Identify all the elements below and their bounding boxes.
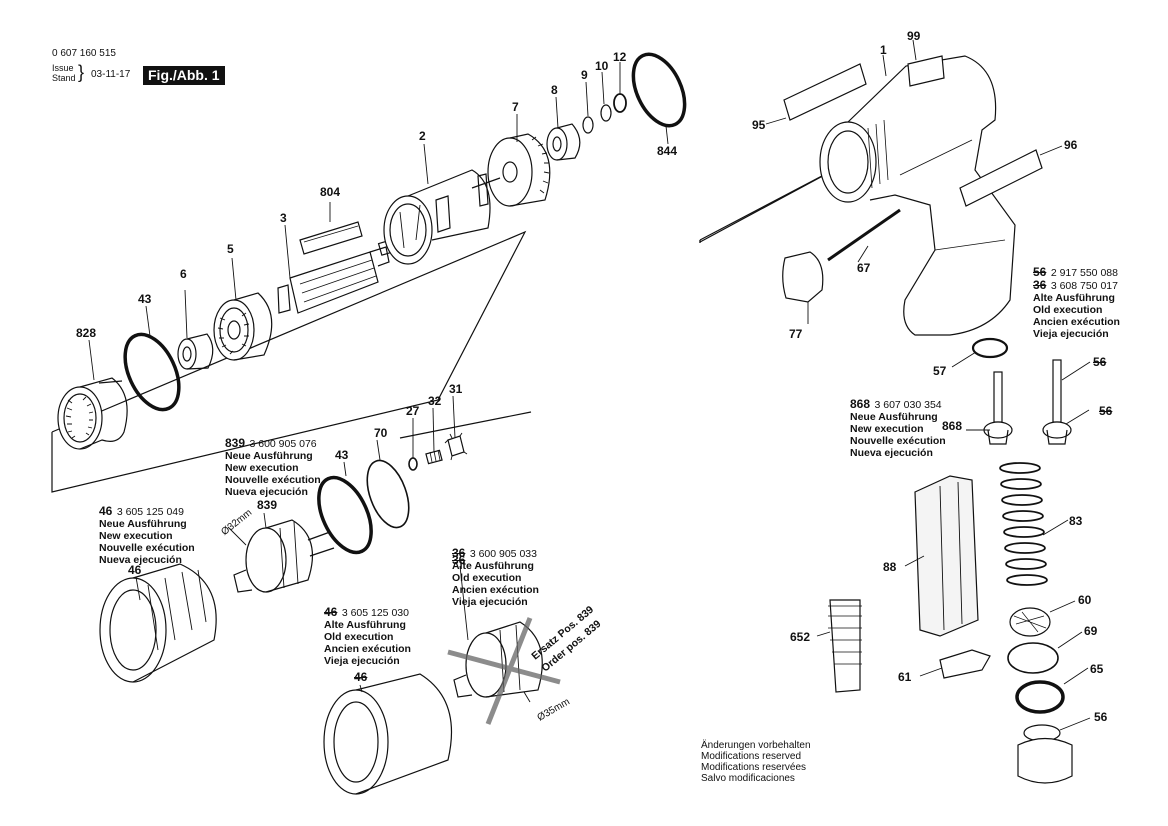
part-number-10: 10 [595, 59, 609, 73]
part-number-67: 67 [857, 261, 871, 275]
stand-label: Stand [52, 73, 76, 83]
part-number-839: 839 [257, 498, 278, 512]
valve-stem-56-old [1042, 359, 1072, 445]
part-number-70: 70 [374, 426, 388, 440]
part-number-83: 83 [1069, 514, 1083, 528]
part-number-32: 32 [428, 394, 442, 408]
part-number-868: 868 [942, 419, 963, 433]
part-number-652: 652 [790, 630, 811, 644]
part-number-61: 61 [898, 670, 912, 684]
rotor-3 [277, 240, 393, 314]
part-number-31: 31 [449, 382, 463, 396]
sleeve-46 [99, 563, 217, 683]
silencer-88 [914, 475, 979, 637]
part-number-844: 844 [657, 144, 678, 158]
part-number-57: 57 [933, 364, 947, 378]
label-strip-96 [959, 149, 1043, 207]
part-number-2: 2 [419, 129, 426, 143]
trigger-77 [782, 251, 824, 303]
o-ring-43 [123, 332, 181, 412]
part-number-56-old-2: 56 [1099, 404, 1113, 418]
spring-83 [999, 462, 1048, 586]
old-sleeve-46 [323, 673, 453, 795]
seal-57 [971, 337, 1009, 359]
part-number-3: 3 [280, 211, 287, 225]
figure-label: Fig./Abb. 1 [143, 66, 225, 85]
label-strip-99 [907, 55, 945, 87]
part-number-27: 27 [406, 404, 420, 418]
issue-label: Issue [52, 63, 74, 73]
info-block-839: 839 3 600 905 076 Neue Ausführung New ex… [225, 436, 321, 498]
crossed-out-mark [447, 617, 561, 725]
washer-70 [366, 459, 410, 529]
part-number-56-old: 56 [1093, 355, 1107, 369]
part-number-46: 46 [128, 563, 142, 577]
circlip-12 [613, 93, 627, 113]
part-number-1: 1 [880, 43, 887, 57]
part-number-6: 6 [180, 267, 187, 281]
part-number-36-old: 36 [452, 553, 466, 567]
part-number-5: 5 [227, 242, 234, 256]
label-strip-95 [783, 63, 867, 121]
info-block-36: 36 3 600 905 033 Alte Ausführung Old exe… [452, 546, 539, 608]
leader-lines [88, 39, 1091, 731]
bearing-8 [546, 123, 581, 161]
blade-804 [299, 221, 363, 255]
part-number-43: 43 [138, 292, 152, 306]
issue-date: 03-11-17 [91, 69, 131, 80]
info-block-46: 46 3 605 125 049 Neue Ausführung New exe… [99, 504, 195, 566]
part-number-7: 7 [512, 100, 519, 114]
part-number-12: 12 [613, 50, 627, 64]
part-number-828: 828 [76, 326, 97, 340]
pin-67 [827, 208, 901, 262]
info-block-56: 56 2 917 550 088 36 3 608 750 017 Alte A… [1033, 265, 1120, 340]
end-plate-7 [471, 133, 551, 207]
valve-839 [233, 519, 335, 593]
washer-27 [408, 457, 418, 471]
pinion-31 [444, 432, 468, 461]
part-number-43-lower: 43 [335, 448, 349, 462]
washer-69 [1007, 642, 1059, 674]
housing-1 [819, 55, 1016, 336]
valve-stem-868 [983, 371, 1013, 445]
part-number-46-old: 46 [354, 670, 368, 684]
part-number-9: 9 [581, 68, 588, 82]
o-ring-844 [631, 52, 687, 128]
part-number-69: 69 [1084, 624, 1098, 638]
footer-notice: Änderungen vorbehalten Modifications res… [701, 740, 811, 784]
part-number-77: 77 [789, 327, 803, 341]
part-number-99: 99 [907, 29, 921, 43]
part-number-60: 60 [1078, 593, 1092, 607]
part-number-95: 95 [752, 118, 766, 132]
brace: } [78, 62, 85, 82]
planet-carrier-5 [213, 292, 273, 361]
bearing-6 [177, 333, 214, 370]
part-number-8: 8 [551, 83, 558, 97]
spring-32 [425, 449, 443, 465]
info-block-868: 868 3 607 030 354 Neue Ausführung New ex… [850, 397, 946, 459]
washer-9 [582, 116, 594, 134]
plug-56 [1017, 724, 1073, 784]
part-number-804: 804 [320, 185, 341, 199]
old-valve-36 [453, 621, 543, 698]
cylinder-2 [383, 169, 491, 265]
info-block-46-old: 46 3 605 125 030 Alte Ausführung Old exe… [324, 605, 411, 667]
ring-gear-828 [57, 377, 128, 450]
o-ring-65 [1015, 680, 1065, 714]
o-ring-43-lower [317, 475, 373, 555]
part-number-96: 96 [1064, 138, 1078, 152]
doc-number: 0 607 160 515 [52, 48, 116, 59]
part-number-65: 65 [1090, 662, 1104, 676]
part-number-88: 88 [883, 560, 897, 574]
washer-10 [600, 104, 612, 122]
nipple-652 [828, 599, 862, 693]
part-number-56: 56 [1094, 710, 1108, 724]
insert-61 [939, 649, 991, 679]
